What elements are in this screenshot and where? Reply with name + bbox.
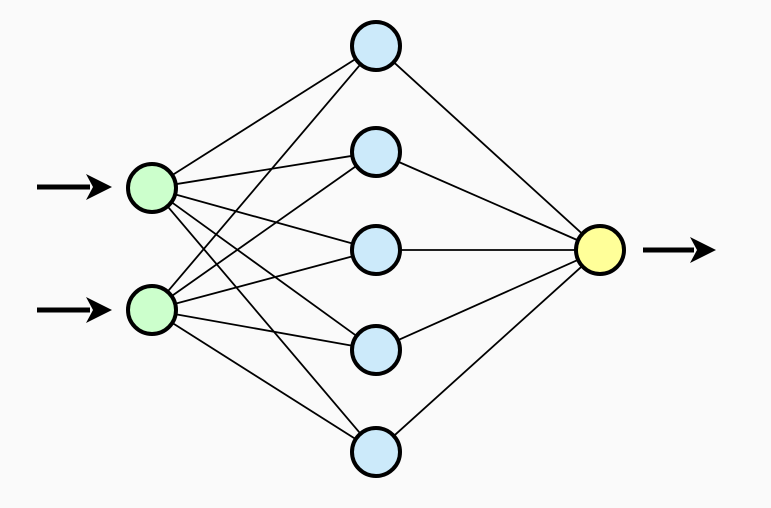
edge-h1-o1	[393, 61, 583, 235]
edge-i2-h5	[171, 322, 357, 440]
edge-i1-h1	[171, 58, 357, 176]
input-arrow-1-head	[86, 174, 112, 200]
node-o1[interactable]	[574, 224, 626, 276]
edge-h2-o1	[397, 160, 579, 242]
hidden-layer-node-circle[interactable]	[350, 126, 402, 178]
input-layer-node-circle[interactable]	[126, 284, 178, 336]
hidden-layer-node-circle[interactable]	[350, 324, 402, 376]
hidden-layer-node-circle[interactable]	[350, 426, 402, 478]
node-h5[interactable]	[350, 426, 402, 478]
edge-i1-h2	[175, 154, 353, 186]
output-arrow-head	[690, 237, 716, 263]
io-arrows-group	[37, 174, 716, 323]
edge-i1-h5	[166, 205, 362, 435]
edge-h4-o1	[397, 258, 579, 342]
edge-h5-o1	[393, 265, 583, 437]
input-arrow-1	[37, 174, 112, 200]
node-h1[interactable]	[350, 20, 402, 72]
hidden-layer-node-circle[interactable]	[350, 20, 402, 72]
edge-i1-h4	[170, 201, 358, 337]
edge-i1-h3	[174, 193, 354, 245]
node-i1[interactable]	[126, 162, 178, 214]
edge-i2-h2	[171, 165, 357, 297]
output-arrow	[643, 237, 716, 263]
input-layer-node-circle[interactable]	[126, 162, 178, 214]
node-i2[interactable]	[126, 284, 178, 336]
node-h4[interactable]	[350, 324, 402, 376]
edges-group	[166, 58, 583, 440]
hidden-layer-node-circle[interactable]	[350, 224, 402, 276]
nodes-group	[126, 20, 626, 478]
node-h3[interactable]	[350, 224, 402, 276]
edge-i2-h3	[174, 255, 354, 305]
edge-i2-h1	[166, 63, 362, 293]
input-arrow-2-head	[86, 297, 112, 323]
output-layer-node-circle[interactable]	[574, 224, 626, 276]
input-arrow-2	[37, 297, 112, 323]
node-h2[interactable]	[350, 126, 402, 178]
edge-i2-h4	[175, 313, 353, 347]
